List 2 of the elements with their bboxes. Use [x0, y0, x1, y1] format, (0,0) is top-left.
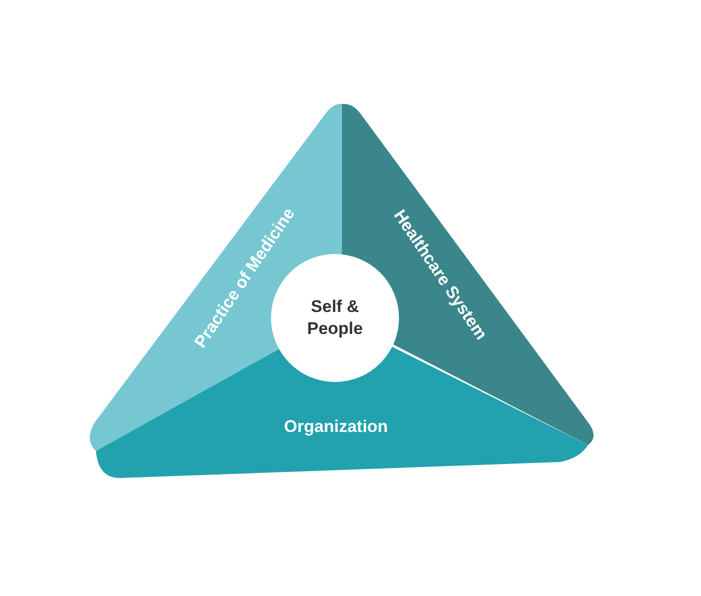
segment-label: Organization — [284, 417, 388, 437]
center-label: Self & People — [306, 296, 364, 340]
